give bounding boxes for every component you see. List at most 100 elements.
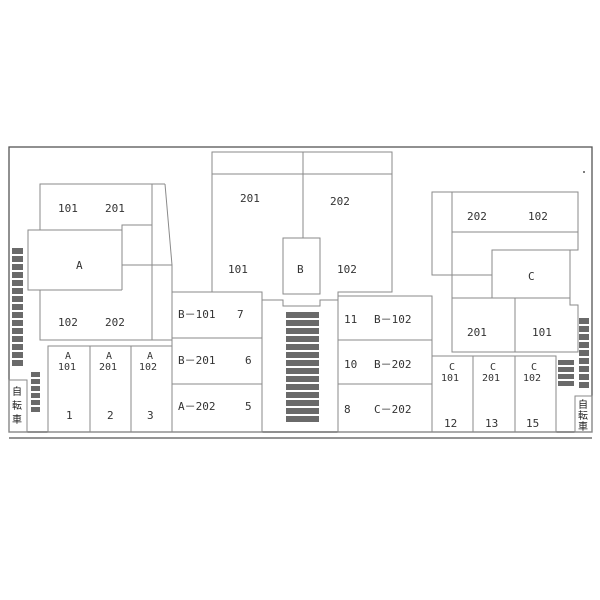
parking-space-label: B－201 [178,354,216,367]
central-rack-block [286,328,319,334]
parking-a-unit: 101 [58,362,76,373]
hedge-block [31,372,40,377]
bicycle-parking-left: 自 転 車 [8,379,28,433]
parking-a-unit: 201 [99,362,117,373]
hatched-areas [12,248,589,422]
parking-c: C 101 12 C 201 13 C 102 15 [431,355,557,433]
hedge-block [31,386,40,391]
central-rack-block [286,376,319,382]
bike-rack-block [579,382,589,388]
parking-space-number: 11 [344,313,357,326]
hedge-block [31,400,40,405]
parking-space-number: 10 [344,358,357,371]
parking-a-number: 1 [66,409,73,422]
bike-rack-block [12,280,23,286]
a-unit-201: 201 [105,202,125,215]
hedge-block [558,367,574,372]
bike-rack-block [579,358,589,364]
parking-a-building: A [106,351,112,362]
central-rack-block [286,360,319,366]
bike-rack-block [579,326,589,332]
central-rack-block [286,352,319,358]
bicycle-parking-right: 自 転 車 [574,395,593,433]
a-unit-101: 101 [58,202,78,215]
hedge-block [31,407,40,412]
bike-rack-block [12,248,23,254]
central-rack-block [286,344,319,350]
parking-c-unit: 201 [482,373,500,384]
bike-rack-block [12,296,23,302]
b-unit-102: 102 [337,263,357,276]
parking-a-building: A [65,351,71,362]
c-unit-201: 201 [467,326,487,339]
bike-rack-block [12,352,23,358]
bike-rack-block [12,320,23,326]
parking-space-label: A－202 [178,400,216,413]
central-rack-block [286,336,319,342]
hedge-block [558,360,574,365]
parking-space-label: C－202 [374,403,412,416]
bicycle-char: 自 [12,385,22,398]
central-rack-block [286,312,319,318]
central-rack-block [286,400,319,406]
bike-rack-block [12,256,23,262]
central-rack-block [286,368,319,374]
b-unit-202: 202 [330,195,350,208]
bike-rack-block [12,272,23,278]
central-rack-block [286,320,319,326]
parking-c-building: C [531,362,537,373]
building-b: 201 202 101 B 102 [211,151,393,307]
bike-rack-block [579,318,589,324]
parking-c-number: 15 [526,417,539,430]
parking-c-building: C [490,362,496,373]
c-building-label: C [528,270,535,283]
bike-rack-block [12,360,23,366]
parking-c-building: C [449,362,455,373]
c-unit-102: 102 [528,210,548,223]
b-unit-201: 201 [240,192,260,205]
parking-space-label: B－202 [374,358,412,371]
parking-c-unit: 102 [523,373,541,384]
building-a: 101 201 A 102 202 [27,183,173,341]
central-rack-block [286,384,319,390]
parking-a-building: A [147,351,153,362]
a-unit-102: 102 [58,316,78,329]
bike-rack-block [579,374,589,380]
hedge-block [31,393,40,398]
parking-space-number: 6 [245,354,252,367]
parking-a-number: 3 [147,409,154,422]
parking-c-number: 12 [444,417,457,430]
site-boundary [8,146,593,433]
parking-a-unit: 102 [139,362,157,373]
parking-space-number: 5 [245,400,252,413]
parking-space-number: 7 [237,308,244,321]
bicycle-char: 車 [12,413,22,426]
central-rack-block [286,392,319,398]
hedge-block [558,381,574,386]
bike-rack-block [12,304,23,310]
c-unit-101: 101 [532,326,552,339]
bike-rack-block [12,288,23,294]
parking-a-number: 2 [107,409,114,422]
mark-dot [583,171,585,173]
bike-rack-block [12,312,23,318]
b-building-label: B [297,263,304,276]
bike-rack-block [579,366,589,372]
parking-mid-left: B－101 7 B－201 6 A－202 5 [171,291,263,433]
bicycle-char: 自 [578,398,588,411]
parking-c-number: 13 [485,417,498,430]
bike-rack-block [12,264,23,270]
bicycle-char: 車 [578,420,588,433]
bike-rack-block [579,342,589,348]
bike-rack-block [579,334,589,340]
building-c: 202 102 C 201 101 [431,191,579,353]
hedge-block [31,379,40,384]
bicycle-char: 転 [578,410,588,422]
b-unit-101: 101 [228,263,248,276]
c-unit-202: 202 [467,210,487,223]
parking-space-number: 8 [344,403,351,416]
central-rack-block [286,416,319,422]
bike-rack-block [12,336,23,342]
bike-rack-block [12,344,23,350]
